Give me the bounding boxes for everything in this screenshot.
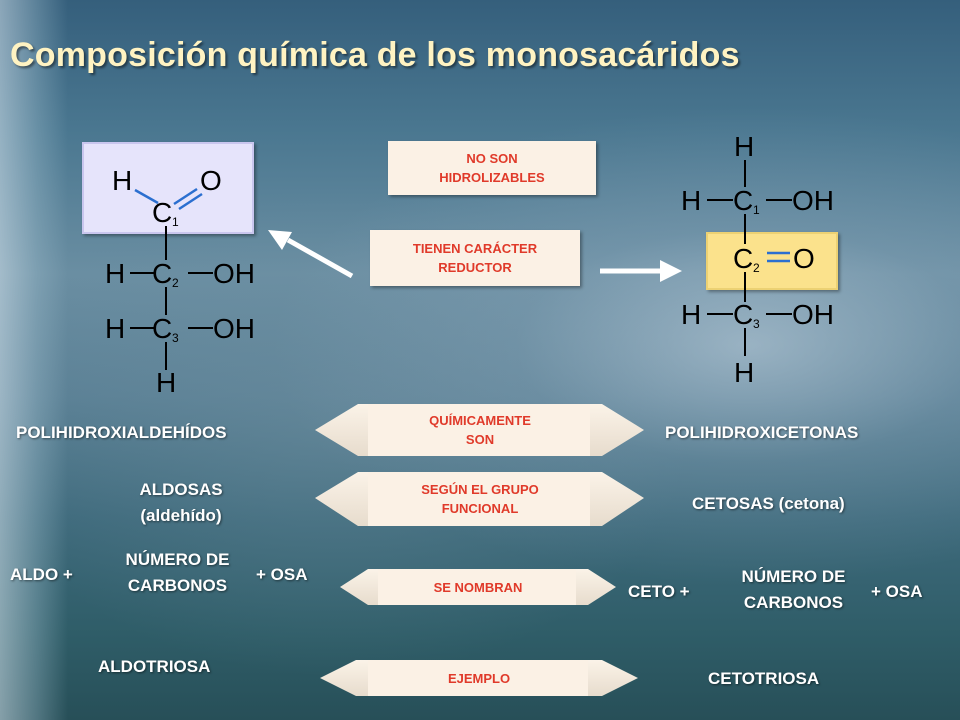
ceto-numero-carbonos-label: NÚMERO DE CARBONOS	[716, 564, 871, 616]
aldose-c3-index: 3	[172, 331, 179, 345]
double-arrow-ejemplo	[320, 660, 638, 696]
ceto-numero-line1: NÚMERO DE	[741, 567, 846, 586]
double-arrow-se-nombran	[340, 569, 616, 605]
caracter-reductor-box: TIENEN CARÁCTER REDUCTOR	[370, 230, 580, 286]
ejemplo-label: EJEMPLO	[370, 660, 588, 696]
aldosas-line2: (aldehído)	[140, 506, 222, 525]
aldo-numero-line2: CARBONOS	[127, 576, 228, 595]
quimicamente-son-label: QUÍMICAMENTE SON	[372, 406, 588, 454]
ketose-c2-o: O	[793, 243, 815, 274]
aldosas-line1: ALDOSAS	[139, 480, 223, 499]
aldo-osa-label: + OSA	[256, 565, 308, 584]
quimicamente-line2: SON	[465, 432, 495, 447]
ejemplo-text: EJEMPLO	[447, 670, 511, 686]
ketose-top-h: H	[734, 131, 754, 162]
segun-grupo-label: SEGÚN EL GRUPO FUNCIONAL	[372, 474, 588, 524]
quimicamente-line1: QUÍMICAMENTE	[429, 413, 531, 428]
arrow-to-aldose	[268, 230, 354, 279]
aldose-top-h: H	[112, 165, 132, 196]
aldo-numero-carbonos-label: NÚMERO DE CARBONOS	[100, 547, 255, 599]
segun-grupo-line1: SEGÚN EL GRUPO	[421, 482, 539, 497]
cetotriosa-label: CETOTRIOSA	[708, 669, 820, 688]
aldose-top-o: O	[200, 165, 222, 196]
ketose-structure: H H C 1 OH C 2 O H C 3 OH H	[681, 131, 834, 388]
ketose-c1: C	[733, 185, 753, 216]
caracter-reductor-line1: TIENEN CARÁCTER	[412, 241, 538, 256]
ketose-c3-index: 3	[753, 317, 760, 331]
background-waterfall-strip	[0, 0, 68, 720]
se-nombran-label: SE NOMBRAN	[380, 569, 576, 605]
double-arrow-quimicamente	[315, 404, 644, 456]
arrow-to-ketose	[600, 260, 682, 282]
ceto-osa-label: + OSA	[871, 582, 923, 601]
caracter-reductor-line2: REDUCTOR	[438, 260, 512, 275]
polihidroxicetonas-label: POLIHIDROXICETONAS	[665, 423, 859, 442]
aldose-c2-oh: OH	[213, 258, 255, 289]
aldose-c3: C	[152, 313, 172, 344]
aldose-c1-index: 1	[172, 215, 179, 229]
aldo-prefix-label: ALDO +	[10, 565, 73, 584]
aldose-c2-index: 2	[172, 276, 179, 290]
ceto-prefix-label: CETO +	[628, 582, 690, 601]
aldose-c3-oh: OH	[213, 313, 255, 344]
no-hidrolizables-line1: NO SON	[466, 151, 518, 166]
ketose-c3-h: H	[681, 299, 701, 330]
no-hidrolizables-box: NO SON HIDROLIZABLES	[388, 141, 596, 195]
cetosas-label: CETOSAS (cetona)	[692, 494, 845, 513]
aldotriosa-label: ALDOTRIOSA	[98, 657, 211, 676]
ketose-c2: C	[733, 243, 753, 274]
double-arrow-segun-grupo	[315, 472, 644, 526]
aldosas-label: ALDOSAS (aldehído)	[106, 477, 256, 529]
ketose-c1-h: H	[681, 185, 701, 216]
aldose-c3-h: H	[105, 313, 125, 344]
segun-grupo-line2: FUNCIONAL	[441, 501, 519, 516]
se-nombran-text: SE NOMBRAN	[433, 579, 523, 595]
ketose-bottom-h: H	[734, 357, 754, 388]
ketose-c3: C	[733, 299, 753, 330]
polihidroxialdehidos-label: POLIHIDROXIALDEHÍDOS	[16, 423, 227, 442]
aldose-bottom-h: H	[156, 367, 176, 398]
page-title: Composición química de los monosacáridos	[10, 36, 740, 74]
aldose-structure: H C 1 O H C 2 OH H C 3 OH H	[105, 165, 255, 398]
aldose-c2: C	[152, 258, 172, 289]
aldehyde-group-highlight	[82, 142, 254, 234]
aldo-numero-line1: NÚMERO DE	[125, 550, 230, 569]
aldose-c1: C	[152, 197, 172, 228]
ceto-numero-line2: CARBONOS	[743, 593, 844, 612]
ketose-c1-index: 1	[753, 203, 760, 217]
no-hidrolizables-line2: HIDROLIZABLES	[439, 170, 545, 185]
ketose-c3-oh: OH	[792, 299, 834, 330]
aldose-c2-h: H	[105, 258, 125, 289]
ketose-c1-oh: OH	[792, 185, 834, 216]
ketose-c2-index: 2	[753, 261, 760, 275]
